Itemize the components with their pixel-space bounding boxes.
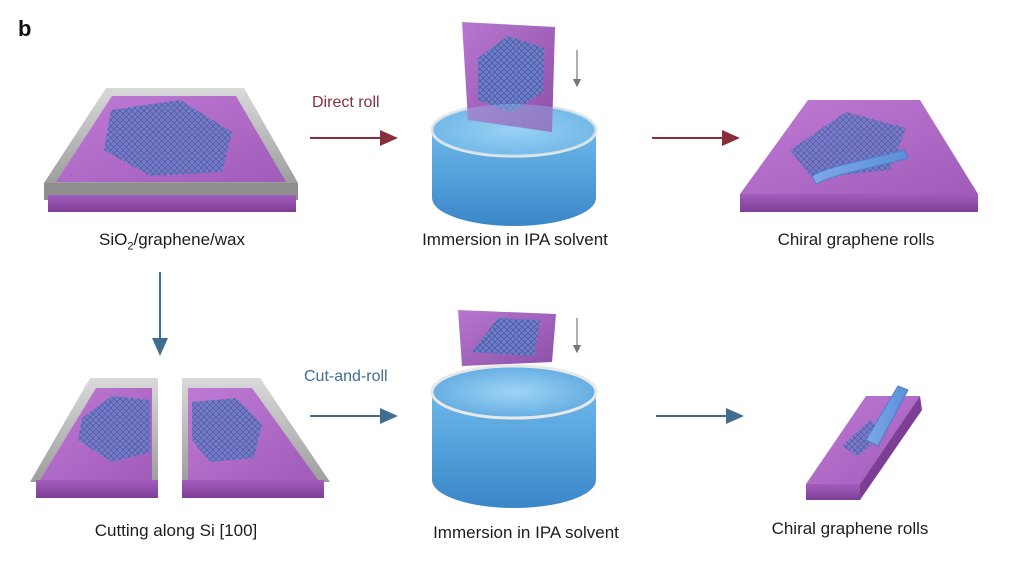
substrate-wax-stack bbox=[44, 88, 298, 212]
graphene-roll bbox=[811, 149, 909, 185]
cut-piece-right bbox=[182, 378, 330, 498]
substrate-label: SiO2/graphene/wax bbox=[99, 230, 245, 253]
immersion-label-top: Immersion in IPA solvent bbox=[422, 230, 608, 249]
cut-piece-left bbox=[30, 378, 158, 498]
solvent-dish-bottom bbox=[430, 310, 598, 508]
solvent-dish-top bbox=[430, 22, 598, 226]
graphene-flake bbox=[104, 100, 232, 176]
rolls-result-bottom bbox=[806, 385, 922, 500]
immersion-label-bottom: Immersion in IPA solvent bbox=[433, 523, 619, 542]
rolls-label-bottom: Chiral graphene rolls bbox=[771, 519, 929, 538]
graphene-flake bbox=[472, 318, 540, 356]
graphene-flake bbox=[192, 398, 262, 462]
direct-roll-label: Direct roll bbox=[312, 94, 380, 111]
graphene-flake bbox=[78, 396, 150, 462]
graphene-flake bbox=[478, 36, 544, 112]
rolls-label-top: Chiral graphene rolls bbox=[777, 230, 935, 249]
panel-letter: b bbox=[18, 16, 32, 41]
cutting-label: Cutting along Si [100] bbox=[94, 521, 258, 540]
graphene-roll bbox=[865, 385, 909, 447]
cut-and-roll-label: Cut-and-roll bbox=[304, 368, 388, 385]
rolls-result-top bbox=[740, 100, 978, 212]
